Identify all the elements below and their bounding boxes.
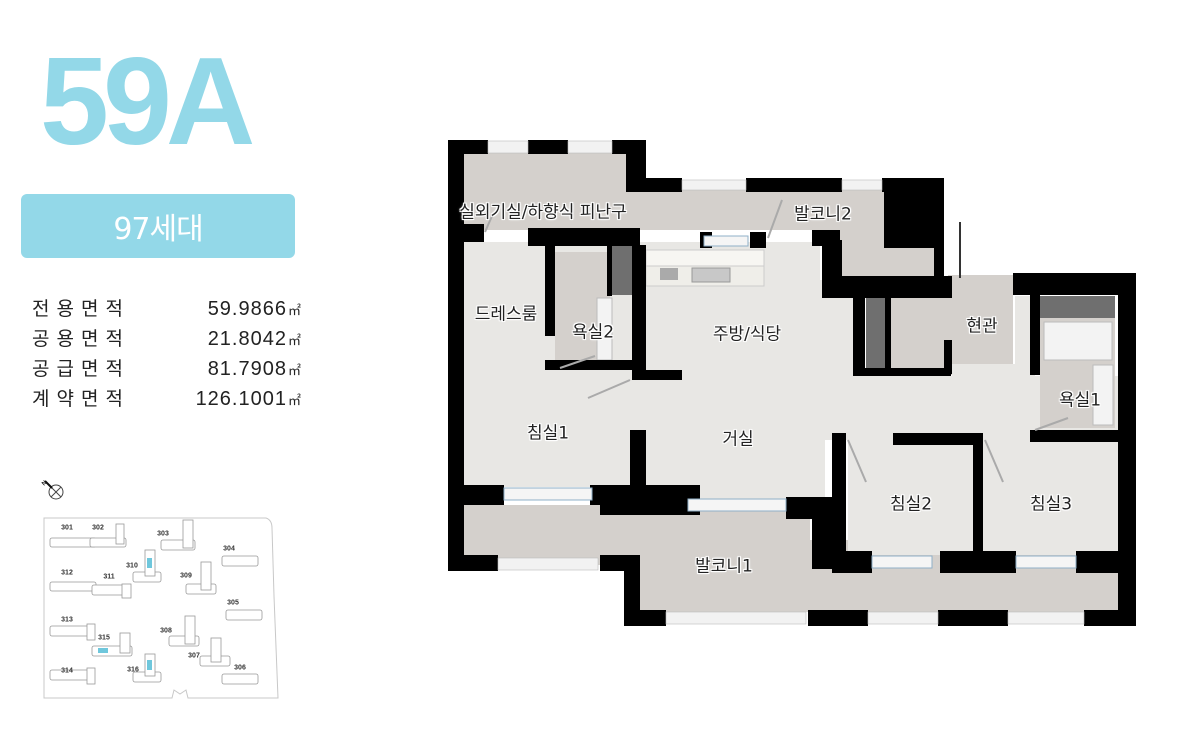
- room-label-bedroom3: 침실3: [1029, 494, 1073, 515]
- building-label: 315: [98, 634, 110, 642]
- room-label-living-room: 거실: [722, 429, 754, 450]
- room-label-entrance: 현관: [966, 316, 998, 337]
- area-row-contract: 계약면적 126.1001㎡: [32, 384, 302, 414]
- svg-text:N: N: [41, 480, 48, 487]
- building-label: 304: [223, 545, 235, 553]
- household-count-badge: 97세대: [21, 194, 295, 258]
- bathtub: [1043, 321, 1113, 361]
- building-label: 313: [61, 616, 73, 624]
- building-label: 314: [61, 667, 73, 675]
- site-map-drawing: N: [41, 480, 279, 699]
- area-row-exclusive: 전용면적 59.9866㎡: [32, 294, 302, 324]
- room-label-bedroom2: 침실2: [889, 494, 933, 515]
- room-label-bathroom1: 욕실1: [1058, 390, 1102, 411]
- room-label-dress-room: 드레스룸: [474, 304, 538, 325]
- compass-icon: N: [41, 480, 64, 500]
- walls: [448, 140, 1136, 626]
- building-label: 301: [61, 524, 73, 532]
- windows: [503, 235, 1077, 569]
- building-label: 308: [160, 627, 172, 635]
- room-label-bathroom2: 욕실2: [571, 322, 615, 343]
- building-label: 306: [234, 664, 246, 672]
- building-label: 316: [127, 666, 139, 674]
- building-label: 310: [126, 562, 138, 570]
- room-label-bedroom1: 침실1: [526, 423, 570, 444]
- building-label: 305: [227, 599, 239, 607]
- room-label-outdoor-unit: 실외기실/하향식 피난구: [459, 202, 627, 223]
- room-label-kitchen-dining: 주방/식당: [712, 324, 782, 345]
- floor-plan: 실외기실/하향식 피난구 발코니2 드레스룸 욕실2 주방/식당 현관 욕실1 …: [440, 130, 1160, 630]
- area-row-supply: 공급면적 81.7908㎡: [32, 354, 302, 384]
- area-table: 전용면적 59.9866㎡ 공용면적 21.8042㎡ 공급면적 81.7908…: [32, 294, 302, 414]
- area-value: 126.1001㎡: [195, 388, 302, 410]
- area-label: 계약면적: [32, 388, 130, 410]
- building-label: 309: [180, 572, 192, 580]
- building-label: 302: [92, 524, 104, 532]
- room-label-balcony1: 발코니1: [695, 556, 753, 577]
- highlighted-unit-316: [147, 660, 152, 670]
- building-label: 307: [188, 652, 200, 660]
- highlighted-unit-310: [147, 558, 152, 568]
- area-label: 전용면적: [32, 298, 130, 320]
- area-label: 공급면적: [32, 358, 130, 380]
- building-label: 311: [103, 573, 115, 581]
- area-value: 21.8042㎡: [207, 328, 302, 350]
- area-value: 81.7908㎡: [207, 358, 302, 380]
- highlighted-unit-315: [98, 648, 108, 653]
- room-label-balcony2: 발코니2: [794, 204, 852, 225]
- household-count-label: 97세대: [113, 212, 203, 247]
- floor-plan-drawing: [448, 140, 1136, 626]
- building-label: 312: [61, 569, 73, 577]
- kitchen-counter: [645, 249, 765, 267]
- area-label: 공용면적: [32, 328, 130, 350]
- sink: [691, 267, 731, 283]
- area-value: 59.9866㎡: [207, 298, 302, 320]
- building-label: 303: [157, 530, 169, 538]
- unit-type-title: 59A: [40, 33, 255, 171]
- doors: [484, 199, 1069, 483]
- site-map: N 301 302 303 304 305 3: [40, 476, 280, 706]
- area-row-common: 공용면적 21.8042㎡: [32, 324, 302, 354]
